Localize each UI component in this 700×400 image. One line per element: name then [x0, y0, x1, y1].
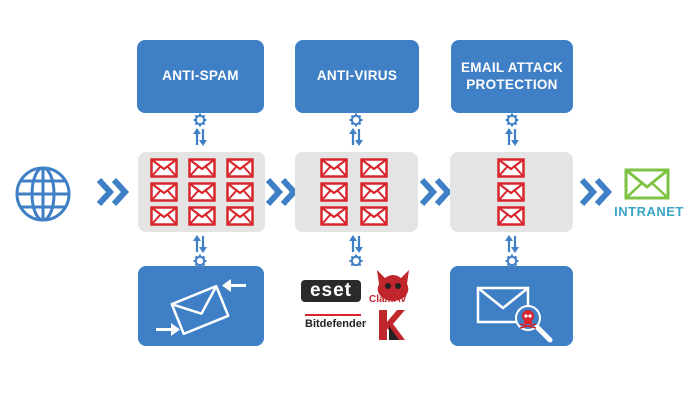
- chevron-right-icon: [265, 177, 299, 207]
- envelope-icon: [497, 182, 525, 202]
- envelope-icon: [320, 182, 348, 202]
- envelope-icon: [188, 158, 216, 178]
- envelope-icon: [226, 206, 254, 226]
- envelope-icon: [320, 158, 348, 178]
- envelope-icon: [360, 206, 388, 226]
- envelope-icon: [150, 182, 178, 202]
- envelope-search-icon: [476, 286, 553, 343]
- envelope-icon: [497, 158, 525, 178]
- eset-logo: eset: [301, 280, 361, 302]
- envelope-icon: [360, 182, 388, 202]
- kaspersky-logo: [375, 308, 407, 342]
- gear-icon: [505, 113, 519, 127]
- up-down-arrows-icon: [505, 128, 519, 146]
- envelope-icon: [226, 182, 254, 202]
- stage-box-anti-virus: ANTI-VIRUS: [295, 40, 419, 113]
- up-down-arrows-icon: [349, 128, 363, 146]
- anti-virus-mail-panel: [295, 152, 418, 232]
- envelope-exchange-icon: [156, 279, 246, 336]
- envelope-icon: [226, 158, 254, 178]
- gear-icon: [505, 254, 519, 268]
- up-down-arrows-icon: [193, 128, 207, 146]
- chevron-right-icon: [419, 177, 453, 207]
- clamav-logo-text: ClamAV: [369, 294, 407, 305]
- envelope-icon: [150, 158, 178, 178]
- stage-label-anti-spam: ANTI-SPAM: [162, 68, 239, 84]
- anti-virus-vendors-panel: eset ClamAV Bitdefender: [295, 266, 419, 346]
- bitdefender-underline: [305, 314, 361, 316]
- envelope-icon: [320, 206, 348, 226]
- envelope-icon: [188, 182, 216, 202]
- attack-protection-detail-box: [450, 266, 573, 346]
- eset-logo-text: eset: [309, 280, 353, 301]
- chevron-right-icon: [579, 177, 613, 207]
- envelope-icon: [497, 206, 525, 226]
- gear-icon: [349, 113, 363, 127]
- gear-icon: [193, 113, 207, 127]
- stage-box-anti-spam: ANTI-SPAM: [137, 40, 264, 113]
- intranet-label: INTRANET: [614, 204, 684, 219]
- stage-box-email-attack-protection: EMAIL ATTACK PROTECTION: [451, 40, 573, 113]
- envelope-icon: [150, 206, 178, 226]
- stage-label-anti-virus: ANTI-VIRUS: [316, 68, 398, 84]
- bitdefender-logo-text: Bitdefender: [305, 318, 367, 330]
- globe-icon: [15, 166, 71, 222]
- anti-spam-detail-box: [138, 266, 264, 346]
- envelope-icon: [188, 206, 216, 226]
- skull-icon: [519, 310, 537, 329]
- clamav-logo: [377, 270, 409, 301]
- intranet-envelope-icon: [624, 168, 670, 200]
- up-down-arrows-icon: [193, 235, 207, 253]
- up-down-arrows-icon: [505, 235, 519, 253]
- envelope-icon: [360, 158, 388, 178]
- up-down-arrows-icon: [349, 235, 363, 253]
- stage-label-email-attack-protection: EMAIL ATTACK PROTECTION: [460, 60, 564, 92]
- chevron-right-icon: [96, 177, 130, 207]
